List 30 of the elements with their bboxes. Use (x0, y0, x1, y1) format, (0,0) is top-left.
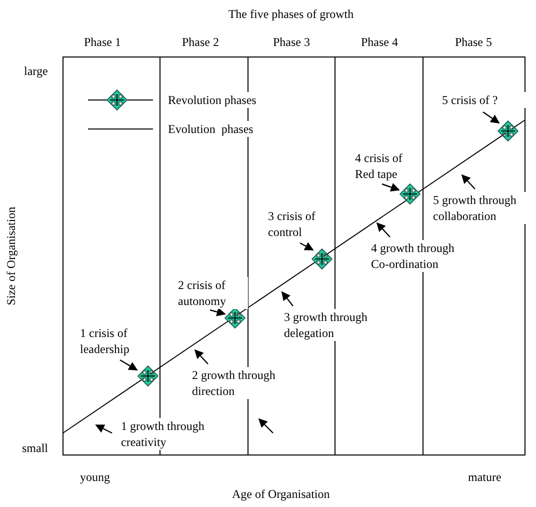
leader-arrow (382, 183, 400, 192)
leader-arrow (300, 242, 314, 251)
crisis-marker-icon (497, 120, 519, 142)
leader-arrow (281, 291, 294, 306)
axis-tick-label: young (80, 469, 110, 485)
crisis-marker-icon (399, 183, 421, 205)
legend-label: Evolution phases (168, 121, 254, 137)
chart-title: The five phases of growth (227, 6, 355, 22)
axis-tick-label: mature (468, 469, 502, 485)
leader-arrow (482, 112, 500, 124)
phase-label: Phase 3 (273, 34, 310, 50)
axis-tick-label: large (24, 63, 48, 79)
annotation-text: 2 crisis of autonomy (178, 277, 248, 309)
phase-label: Phase 4 (361, 34, 398, 50)
crisis-marker-icon (311, 248, 333, 270)
legend-label: Revolution phases (168, 92, 256, 108)
leader-arrow (194, 349, 208, 364)
axis-title: Age of Organisation (232, 486, 330, 502)
axis-title: Size of Organisation (3, 206, 19, 308)
leader-arrow (210, 308, 226, 316)
leader-arrow (95, 424, 112, 434)
phase-label: Phase 5 (455, 34, 492, 50)
axis-tick-label: small (22, 440, 48, 456)
crisis-marker-icon (224, 307, 246, 329)
phase-label: Phase 1 (84, 34, 121, 50)
leader-arrow (461, 174, 476, 190)
phase-label: Phase 2 (182, 34, 219, 50)
leader-arrow (376, 222, 390, 238)
leader-arrow (120, 359, 138, 371)
crisis-marker-icon (137, 365, 159, 387)
